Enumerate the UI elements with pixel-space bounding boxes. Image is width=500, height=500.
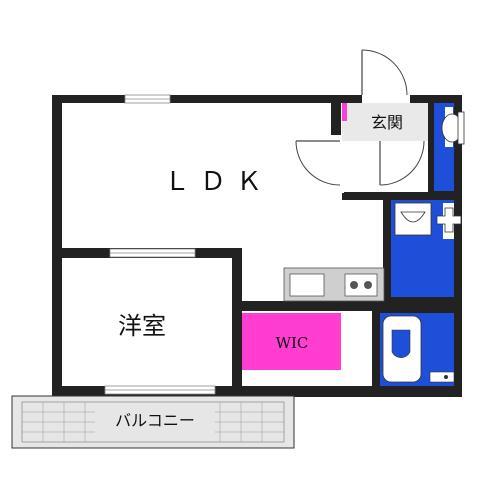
wall-wash-left	[383, 199, 391, 303]
entrance-lower	[342, 141, 430, 194]
wall-entrance-bottom	[342, 192, 454, 200]
door-swing-icon	[361, 49, 410, 103]
washbasin-icon	[394, 202, 432, 236]
western-room-label: 洋室	[118, 312, 166, 340]
wall-entrance-ldk	[331, 95, 341, 135]
entrance-label: 玄関	[371, 113, 403, 132]
wall-ldk-corridor	[240, 301, 385, 311]
wic-label: WIC	[276, 334, 309, 352]
western-room-floor	[62, 258, 232, 386]
ldk-label: ＬＤＫ	[164, 167, 272, 197]
shoe-cabinet	[342, 103, 347, 121]
washing-machine-pan-icon	[436, 203, 462, 239]
balcony-label: バルコニー	[115, 411, 195, 430]
wall-bath-left	[372, 303, 380, 386]
balcony	[11, 395, 295, 449]
wall-toilet-left	[428, 103, 434, 193]
door-swing-icon	[379, 140, 425, 186]
wic-room	[240, 313, 341, 370]
toilet-icon	[441, 107, 465, 147]
entrance-floor	[342, 103, 430, 141]
stove-icon	[344, 273, 378, 297]
bathtub-icon	[382, 315, 455, 383]
wall-western-wic	[232, 248, 242, 386]
door-swing-icon	[295, 140, 344, 193]
kitchen-counter	[283, 267, 385, 302]
